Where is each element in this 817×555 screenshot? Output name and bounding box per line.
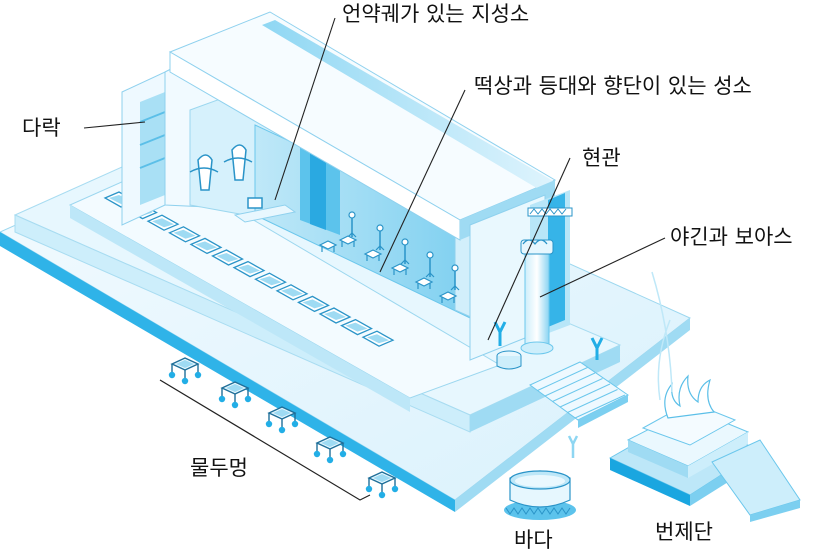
- laver: [168, 357, 202, 385]
- chamber-cell: [340, 318, 373, 336]
- chamber-cell: [275, 284, 309, 301]
- label-altar: 번제단: [655, 520, 713, 544]
- chamber-cell: [297, 295, 330, 313]
- label-holy-place: 떡상과 등대와 향단이 있는 성소: [474, 74, 752, 98]
- laver: [218, 381, 252, 409]
- chamber-cells: [103, 191, 395, 347]
- lampstand: [450, 264, 460, 291]
- showbread-table: [414, 277, 434, 289]
- chamber-cell: [189, 237, 223, 255]
- showbread-table: [390, 263, 410, 275]
- label-sea: 바다: [514, 528, 553, 552]
- lampstand: [375, 224, 385, 251]
- chamber-cell: [168, 226, 201, 243]
- lampstand: [425, 251, 435, 278]
- chamber-cell: [318, 307, 352, 324]
- chamber-cell: [361, 330, 395, 347]
- lavers-bracket: [159, 379, 371, 501]
- chamber-cell: [146, 214, 180, 231]
- showbread-table: [338, 235, 358, 247]
- lavers-group: [168, 357, 399, 499]
- label-holy-of-holies: 언약궤가 있는 지성소: [342, 2, 530, 26]
- chamber-cell: [232, 260, 266, 278]
- leader-lines: [83, 17, 666, 341]
- holy-place-furnishings: [318, 211, 460, 303]
- showbread-table: [438, 291, 458, 303]
- porch-basin: [496, 350, 522, 370]
- laver: [313, 436, 347, 464]
- chamber-cell: [211, 249, 244, 266]
- lampstand: [347, 211, 357, 238]
- pillar-jachin-boaz: [520, 207, 573, 355]
- label-pillars: 야긴과 보아스: [670, 225, 793, 249]
- laver: [265, 406, 299, 434]
- label-basins: 물두멍: [190, 456, 248, 480]
- lampstand: [400, 238, 410, 265]
- ark-and-cherubim: [189, 144, 297, 223]
- showbread-table: [318, 240, 338, 252]
- label-chambers: 다락: [22, 116, 61, 140]
- molten-sea: [504, 470, 576, 520]
- showbread-table: [363, 249, 383, 261]
- label-porch: 현관: [582, 146, 621, 170]
- worshipper-figures: [493, 321, 604, 458]
- laver: [365, 471, 399, 499]
- chamber-cell: [254, 272, 287, 289]
- temple-steps: [529, 361, 629, 428]
- left-tower: [121, 71, 166, 226]
- bronze-altar: [608, 271, 801, 522]
